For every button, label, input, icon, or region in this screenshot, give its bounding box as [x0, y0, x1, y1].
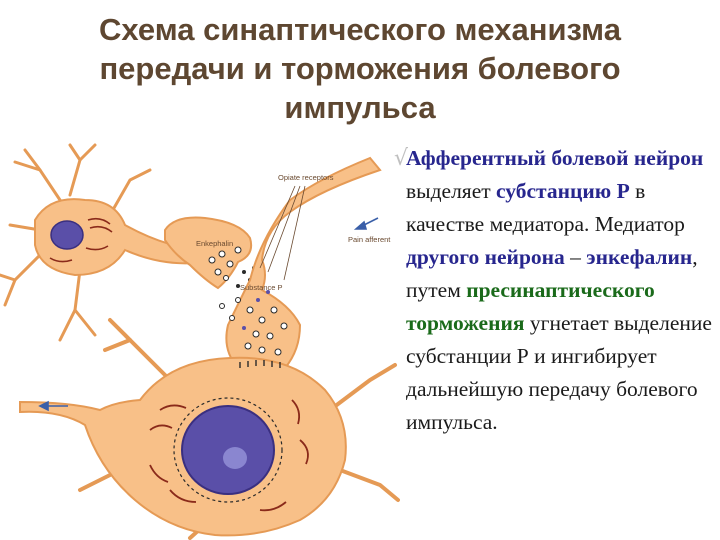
- desc-text-5: угнетает выделение субстанции Р и ингиби…: [406, 311, 712, 434]
- desc-text-4: , путем: [406, 245, 698, 302]
- upper-neuron-dendrites: [0, 143, 152, 342]
- upper-neuron-nucleus: [50, 220, 84, 250]
- desc-text-3: –: [564, 245, 587, 269]
- opiate-receptors-label: Opiate receptors: [278, 173, 334, 182]
- lower-neuron-organelles: [149, 399, 309, 512]
- enkephalin-term: энкефалин: [586, 245, 693, 269]
- synaptic-cleft-vesicles: [219, 297, 241, 321]
- output-arrow: [38, 400, 68, 412]
- afferent-neuron-term: Афферентный болевой нейрон: [406, 146, 704, 170]
- enkephalin-label: Enkephalin: [196, 239, 233, 248]
- substance-p-label: Substance P: [240, 283, 283, 292]
- pain-afferent-arrow: [353, 217, 379, 230]
- description-text: √ Афферентный болевой нейрон выделяет су…: [394, 142, 716, 439]
- synapse-diagram-svg: Enkephalin Substance P: [0, 143, 400, 540]
- substance-p-granules: [242, 290, 270, 330]
- nuclear-envelope: [173, 397, 283, 503]
- check-bullet-icon: √: [394, 146, 409, 171]
- enkephalin-vesicles: [208, 246, 242, 281]
- pain-afferent-label: Pain afferent: [348, 235, 391, 244]
- other-neuron-term: другого нейрона: [406, 245, 565, 269]
- opiate-receptor-pointers: [259, 185, 306, 281]
- enkephalin-terminal: [164, 216, 253, 290]
- substance-p-term: субстанцию Р: [496, 179, 630, 203]
- upper-neuron-organelles: [49, 217, 113, 263]
- title-line-3: импульса: [284, 90, 436, 125]
- title-line-1: Схема синаптического механизма: [99, 12, 621, 47]
- title-line-2: передачи и торможения болевого: [99, 51, 621, 86]
- substance-p-vesicles: [244, 306, 288, 356]
- synapse-diagram: Enkephalin Substance P: [0, 140, 400, 540]
- desc-text-1: выделяет: [406, 179, 497, 203]
- lower-neuron-nucleolus: [223, 447, 247, 469]
- slide-title: Схема синаптического механизма передачи …: [20, 10, 700, 127]
- presynaptic-inhibition-term: пресинаптического торможения: [406, 278, 655, 335]
- postsynaptic-density: [239, 360, 281, 368]
- desc-text-2: в качестве медиатора. Медиатор: [406, 179, 685, 236]
- substance-p-terminal: [225, 156, 382, 375]
